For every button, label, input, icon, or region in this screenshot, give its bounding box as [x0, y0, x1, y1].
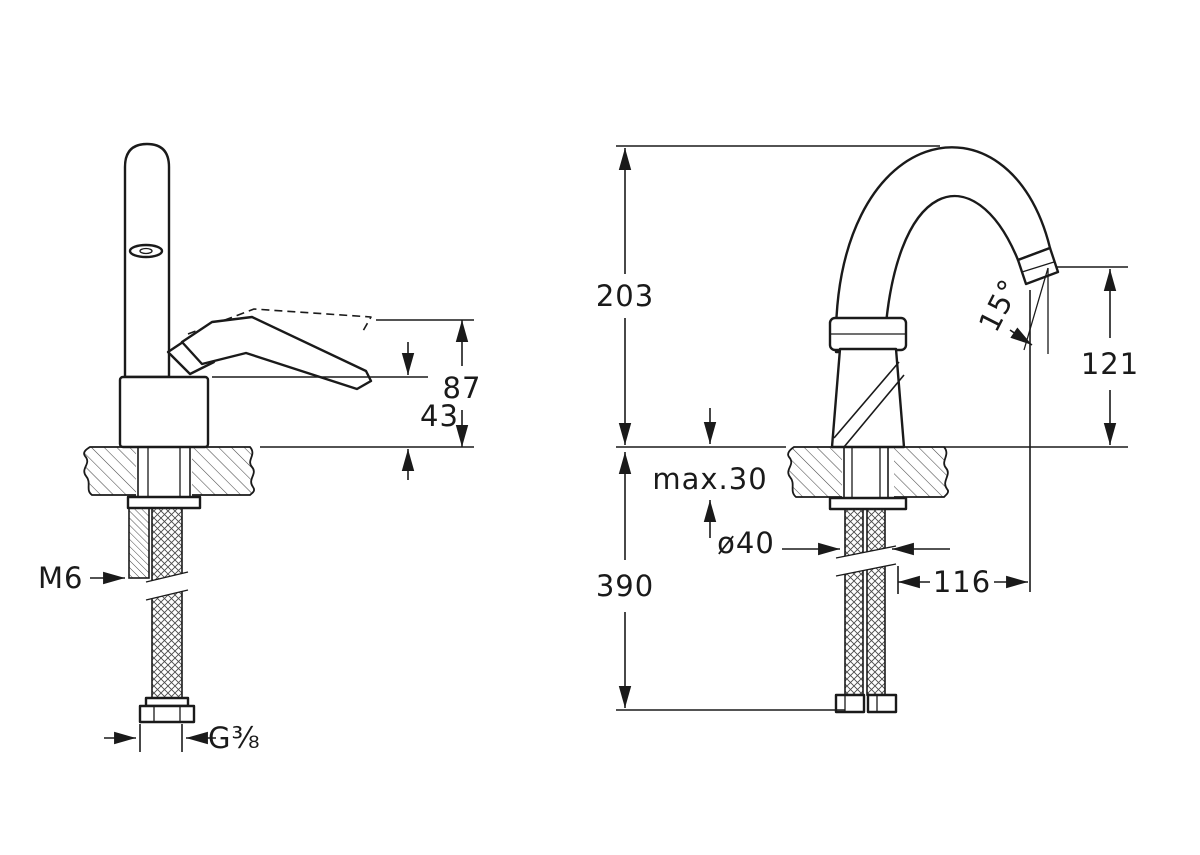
mounting-flange-right [828, 496, 908, 511]
hose-nut-right-1 [834, 693, 866, 714]
dim-43: 43 [212, 342, 459, 480]
handle-edge-line [833, 361, 900, 439]
flex-hose-right-1 [844, 508, 864, 696]
shank-left [136, 446, 192, 497]
dim-m6: M6 [38, 561, 125, 595]
fixing-stud-m6 [128, 507, 150, 579]
dim-390: 390 [596, 452, 654, 708]
right-view-front: 203 390 max.30 ø40 116 1 [596, 145, 1139, 714]
mounting-flange-left [126, 495, 202, 510]
dim-m6-label: M6 [38, 561, 83, 595]
lever-handle-left [180, 315, 373, 391]
dim-390-label: 390 [596, 569, 654, 603]
dim-g38: G⅜ [104, 721, 261, 755]
dim-87-label: 87 [443, 371, 482, 405]
handle-edge-line [843, 374, 905, 448]
dim-203: 203 [596, 148, 654, 445]
shank-right [842, 446, 894, 498]
swan-spout [834, 146, 1052, 354]
left-view-side: 87 43 M6 G⅜ [38, 142, 482, 755]
spout-outlet-left [128, 243, 164, 259]
dim-203-label: 203 [596, 279, 654, 313]
dim-g38-label: G⅜ [208, 721, 261, 755]
hose-break-right [836, 546, 896, 576]
dim-max30-label: max.30 [652, 462, 767, 496]
dim-dia40: ø40 [717, 526, 950, 560]
flex-hose-right-2 [866, 508, 886, 696]
flex-hose-left [151, 507, 183, 699]
hose-break-left [146, 572, 188, 600]
dim-121-label: 121 [1081, 347, 1139, 381]
hose-nut-right-2 [866, 693, 898, 714]
dim-dia40-label: ø40 [717, 526, 775, 560]
faucet-base-left [118, 375, 210, 449]
dim-87: 87 [260, 319, 482, 448]
hose-nut-left [138, 704, 196, 724]
dim-43-label: 43 [420, 399, 459, 433]
dim-max30: max.30 [652, 408, 767, 538]
dim-121: 121 [1056, 266, 1139, 445]
dim-116: 116 [897, 290, 1031, 599]
dim-angle15-label: 15° [972, 273, 1027, 337]
faucet-body-left [123, 142, 171, 379]
dim-116-label: 116 [933, 565, 991, 599]
handle-raised-dashed [187, 308, 372, 335]
